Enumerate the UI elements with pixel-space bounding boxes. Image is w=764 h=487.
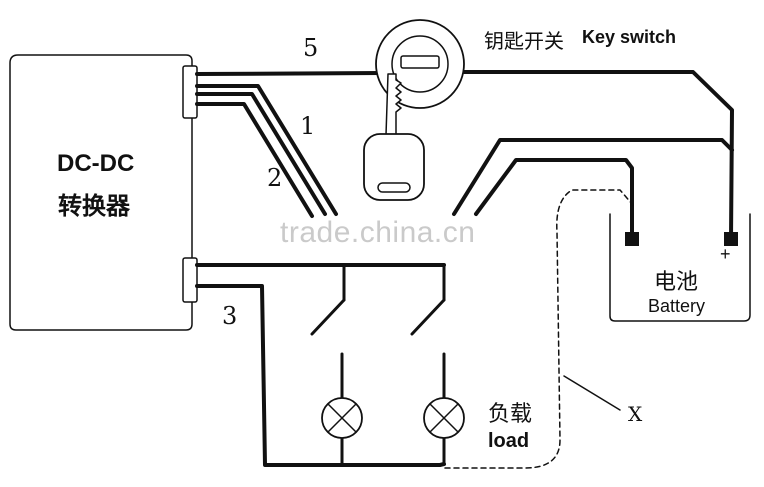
key-slot	[400, 55, 440, 69]
wire-1-inner	[195, 92, 327, 216]
load-label-en: load	[488, 430, 530, 452]
converter-title: DC-DC	[57, 150, 135, 177]
wire-5	[195, 71, 385, 76]
wire-2	[195, 102, 314, 218]
lamp-2-cross	[429, 403, 459, 433]
converter-subtitle: 转换器	[58, 193, 130, 220]
switch-1-blade	[310, 298, 346, 336]
battery-neg-terminal	[625, 232, 639, 246]
wire-3-return	[195, 284, 446, 467]
converter-box	[9, 54, 193, 331]
battery-box	[609, 213, 751, 322]
battery-plus-sign: +	[720, 244, 731, 264]
wire-label-3: 3	[222, 302, 238, 330]
key-blade	[385, 73, 402, 136]
battery-wire-outer	[452, 138, 734, 216]
wire-label-5: 5	[303, 34, 319, 62]
watermark: trade.china.cn	[280, 216, 476, 249]
x-leader-line	[563, 375, 621, 411]
battery-label-en: Battery	[648, 296, 706, 316]
converter-terminal-top	[182, 65, 198, 119]
switch-2-blade	[410, 298, 446, 336]
battery-pos-terminal	[724, 232, 738, 246]
key-switch-label-en: Key switch	[582, 27, 677, 47]
wire-label-2: 2	[267, 164, 283, 192]
key-switch-inner	[391, 35, 449, 93]
lamp-1-cross	[327, 403, 357, 433]
dashed-path-x	[444, 189, 634, 469]
load-label-cn: 负载	[488, 401, 533, 426]
wire-1	[195, 84, 338, 216]
wire-5-to-battery	[456, 70, 734, 242]
key-head	[363, 133, 425, 201]
battery-label-cn: 电池	[654, 269, 699, 294]
battery-wire-inner	[474, 158, 634, 242]
key-switch-label-cn: 钥匙开关	[484, 31, 564, 53]
path-x-label: X	[628, 402, 643, 426]
converter-terminal-bottom	[182, 257, 198, 303]
key-head-slot	[377, 182, 411, 193]
wire-label-1: 1	[300, 112, 316, 140]
